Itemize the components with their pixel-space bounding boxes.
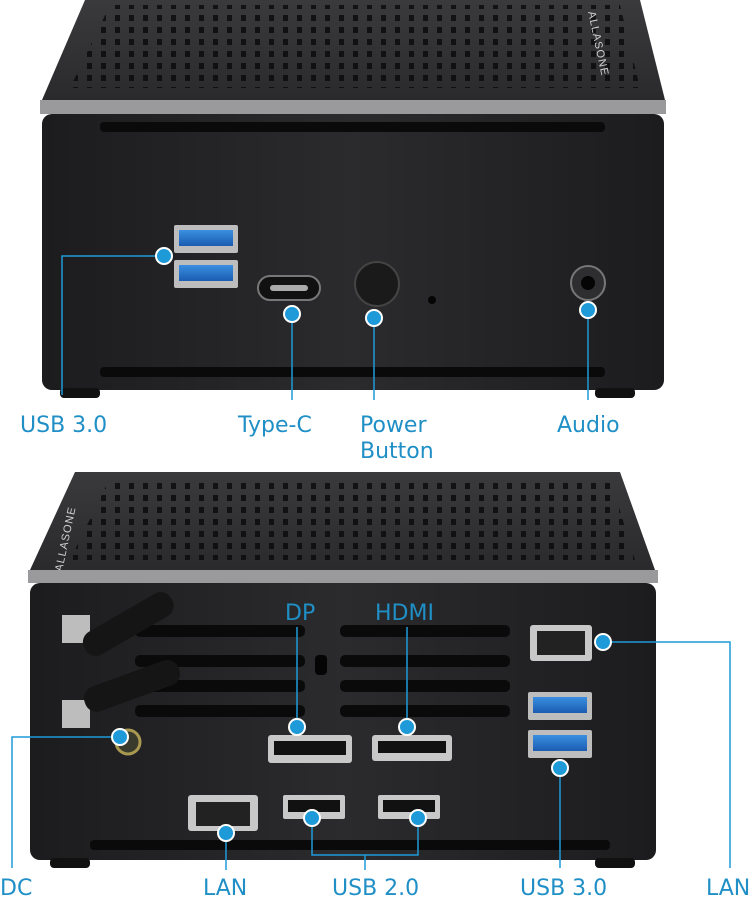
callout-dot — [303, 809, 321, 827]
label-lan-left: LAN — [203, 876, 247, 900]
callout-dot — [594, 633, 612, 651]
usb3-front-ports — [174, 225, 238, 288]
callout-dot — [283, 305, 301, 323]
label-power-line2: Button — [360, 439, 434, 464]
usb3-rear-ports — [528, 692, 592, 758]
front-callouts — [61, 255, 589, 400]
label-typec: Type-C — [237, 413, 312, 438]
front-top-slot — [100, 122, 605, 132]
wifi-antennas — [62, 592, 181, 728]
label-lan-right: LAN — [706, 876, 750, 900]
rear-lid-vents — [70, 478, 635, 560]
rear-callout-dots — [111, 633, 612, 842]
callout-dot — [409, 809, 427, 827]
callout-dot — [579, 301, 597, 319]
power-led — [428, 296, 436, 304]
label-dc: DC — [0, 876, 32, 900]
label-usb3-front: USB 3.0 — [20, 413, 107, 438]
label-power-line1: Power — [360, 413, 427, 438]
lan-port-left — [188, 795, 258, 831]
power-button — [354, 261, 400, 307]
label-usb3-rear: USB 3.0 — [520, 876, 607, 900]
callout-dot — [217, 824, 235, 842]
front-bottom-slot — [100, 367, 605, 377]
front-face — [42, 114, 664, 390]
kensington-lock — [315, 655, 327, 675]
callout-dot — [551, 759, 569, 777]
label-hdmi: HDMI — [375, 601, 434, 626]
rear-bezel-edge — [28, 570, 658, 583]
label-audio: Audio — [557, 413, 620, 438]
front-bezel-edge — [40, 100, 666, 114]
label-usb2: USB 2.0 — [332, 876, 419, 900]
callout-dot — [288, 718, 306, 736]
callout-dot — [155, 247, 173, 265]
callout-dot — [111, 728, 129, 746]
callout-dot — [398, 718, 416, 736]
rear-vent-slots — [90, 625, 610, 850]
front-lid-vents — [70, 5, 640, 88]
hdmi-port — [372, 735, 452, 761]
callout-dot — [365, 309, 383, 327]
dp-port — [268, 735, 352, 763]
rear-face — [30, 583, 656, 860]
label-dp: DP — [285, 601, 315, 626]
foot — [595, 388, 635, 398]
rear-device: ALLASONE — [28, 472, 658, 868]
lan-port-right — [530, 625, 592, 661]
foot — [60, 388, 100, 398]
front-device: ALLASONE — [40, 0, 666, 398]
front-callout-dots — [155, 247, 597, 327]
